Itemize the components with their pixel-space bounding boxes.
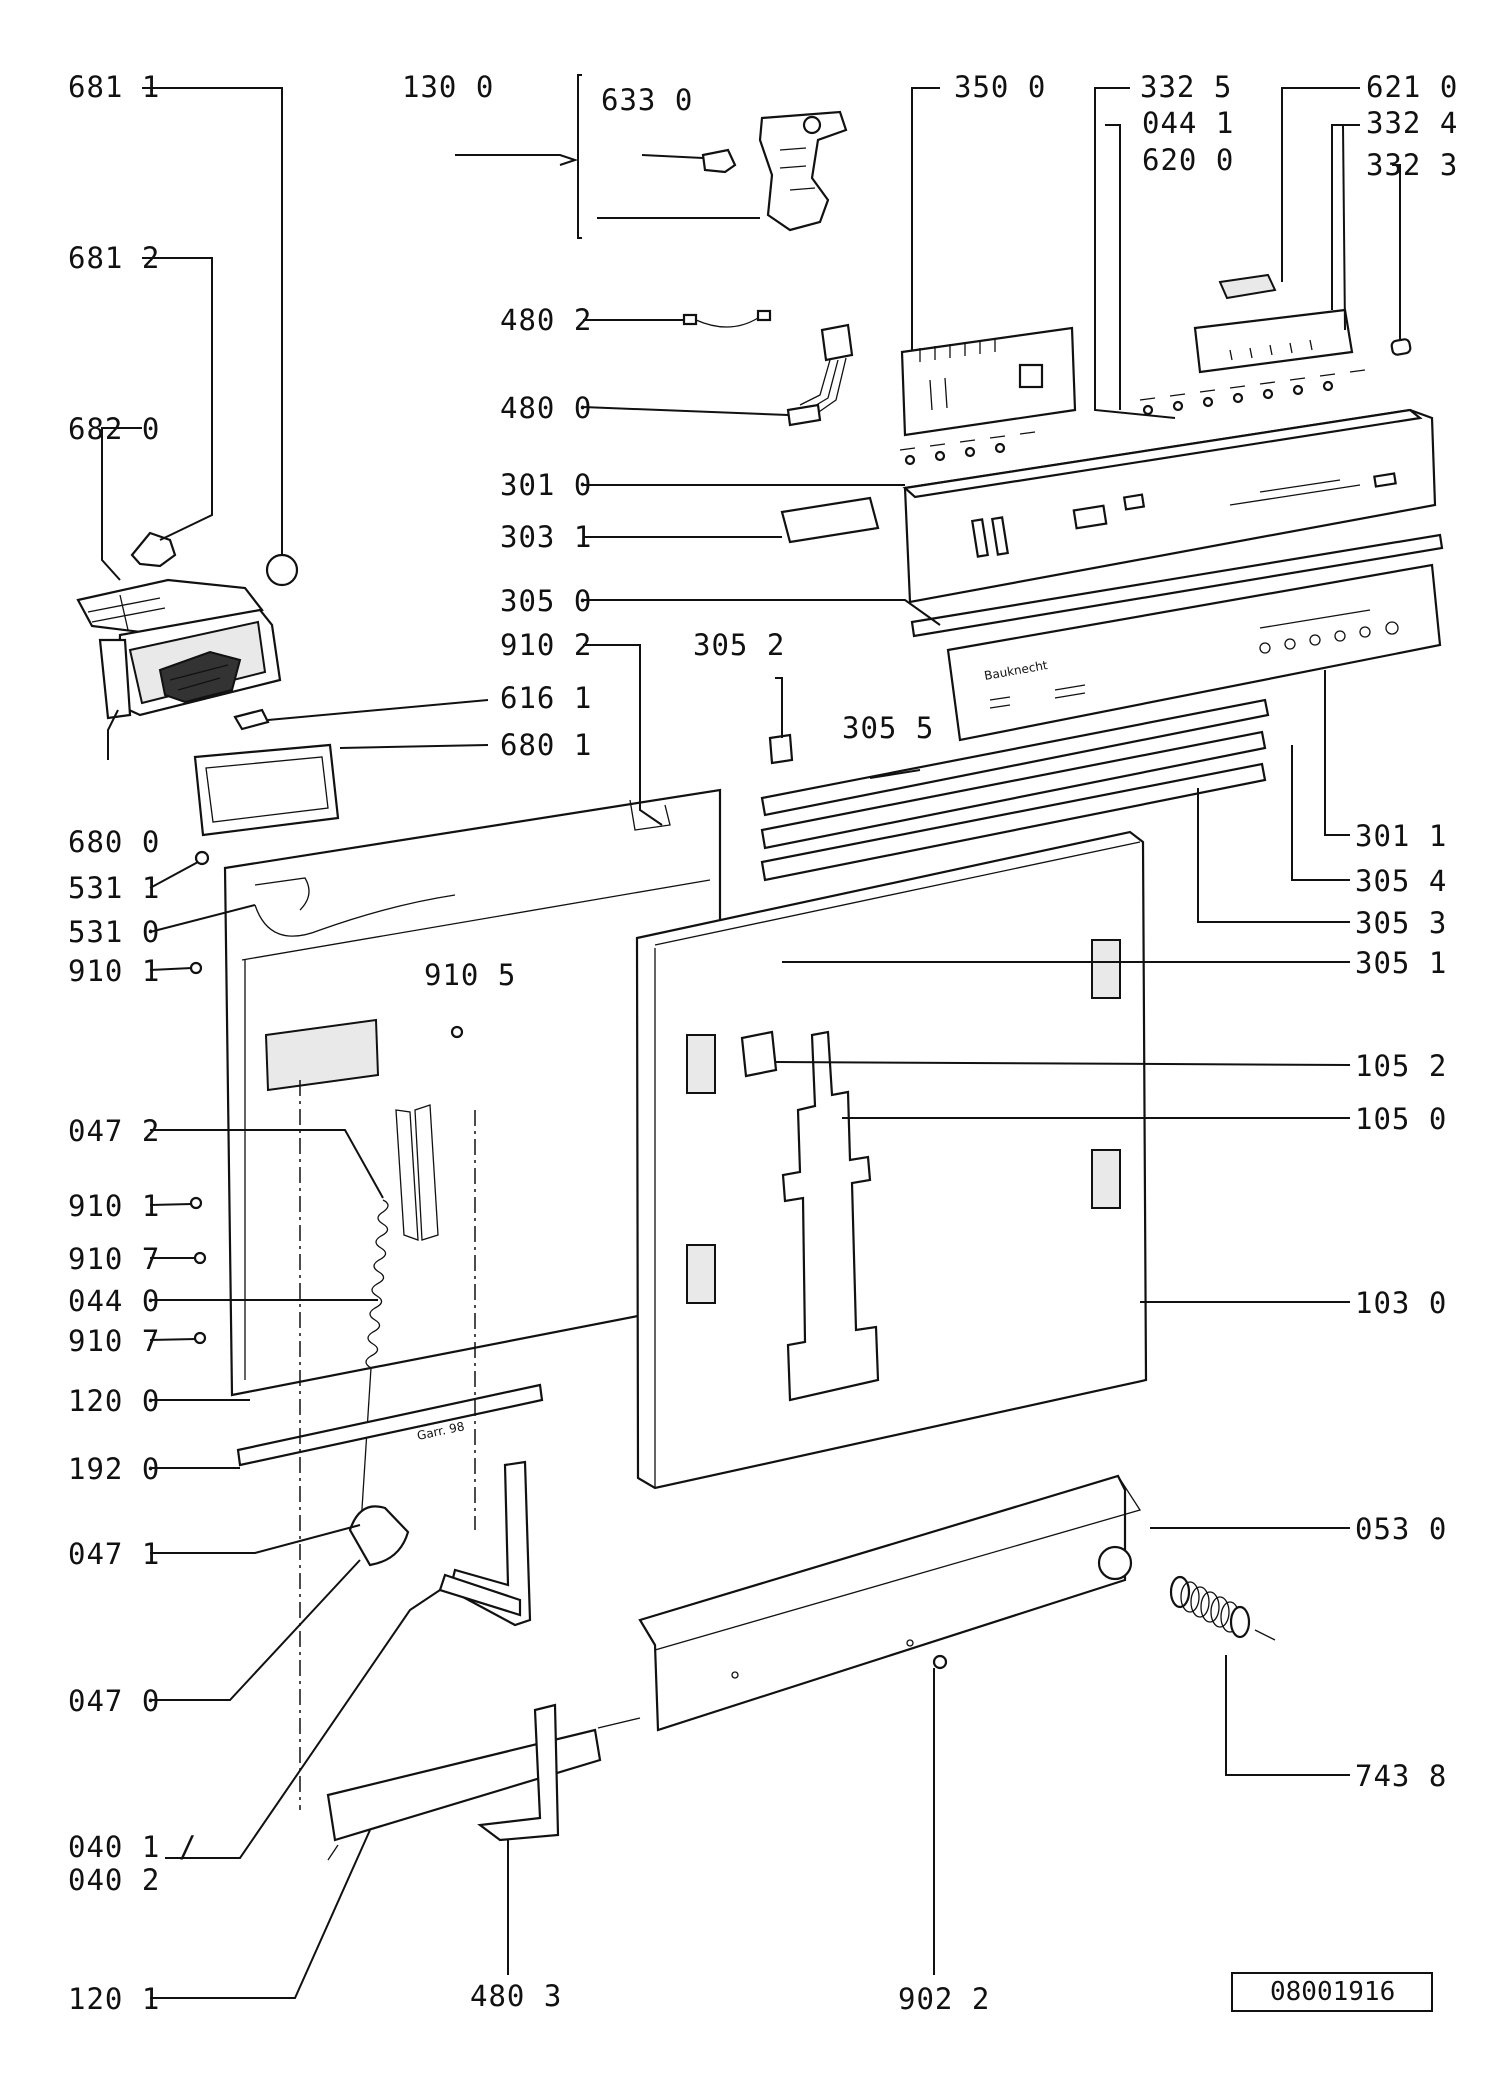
label-105-0: 105 0 bbox=[1355, 1102, 1447, 1136]
label-305-5: 305 5 bbox=[842, 711, 934, 745]
label-301-0: 301 0 bbox=[500, 468, 592, 502]
part-480-0-harness bbox=[786, 323, 854, 427]
part-040-1-bracket bbox=[438, 1573, 522, 1617]
label-120-0: 120 0 bbox=[68, 1384, 160, 1418]
part-680-1-gasket bbox=[193, 743, 340, 837]
label-120-1: 120 1 bbox=[68, 1982, 160, 2016]
label-047-2: 047 2 bbox=[68, 1114, 160, 1148]
label-480-0: 480 0 bbox=[500, 391, 592, 425]
label-681-1: 681 1 bbox=[68, 70, 160, 104]
label-480-2: 480 2 bbox=[500, 303, 592, 337]
part-305-5-rail bbox=[760, 698, 1270, 817]
part-910-1-screw-b bbox=[189, 1196, 203, 1210]
label-910-7-a: 910 7 bbox=[68, 1242, 160, 1276]
part-305-4-rail bbox=[760, 730, 1267, 850]
label-040-2: 040 2 bbox=[68, 1863, 160, 1897]
part-531-1-screw bbox=[194, 850, 210, 866]
part-047-0-hinge bbox=[348, 1505, 410, 1567]
label-103-0: 103 0 bbox=[1355, 1286, 1447, 1320]
part-621-0-module bbox=[1218, 273, 1277, 300]
part-305-3-rail bbox=[760, 762, 1267, 882]
label-480-3: 480 3 bbox=[470, 1979, 562, 2013]
reference-code: 08001916 bbox=[1270, 1977, 1395, 2007]
part-053-0-kick-plate bbox=[638, 1474, 1142, 1732]
label-305-1: 305 1 bbox=[1355, 946, 1447, 980]
label-047-1: 047 1 bbox=[68, 1537, 160, 1571]
part-303-1-button-block bbox=[780, 496, 880, 544]
part-910-1-screw-a bbox=[189, 961, 203, 975]
label-305-0: 305 0 bbox=[500, 584, 592, 618]
label-621-0: 621 0 bbox=[1366, 70, 1458, 104]
label-680-0: 680 0 bbox=[68, 825, 160, 859]
part-301-0-control-panel bbox=[902, 408, 1437, 604]
part-332-switch-row bbox=[899, 369, 1366, 466]
label-531-1: 531 1 bbox=[68, 871, 160, 905]
label-053-0: 053 0 bbox=[1355, 1512, 1447, 1546]
leader-lines bbox=[101, 74, 1401, 1999]
label-044-0: 044 0 bbox=[68, 1284, 160, 1318]
part-616-1-clip bbox=[233, 708, 270, 731]
part-531-0-wire bbox=[254, 894, 456, 937]
label-040-1: 040 1 / bbox=[68, 1830, 197, 1864]
label-350-0: 350 0 bbox=[954, 70, 1046, 104]
label-910-1-b: 910 1 bbox=[68, 1189, 160, 1223]
label-681-2: 681 2 bbox=[68, 241, 160, 275]
label-910-1-a: 910 1 bbox=[68, 954, 160, 988]
label-633-0: 633 0 bbox=[601, 83, 693, 117]
part-480-2-wire bbox=[682, 309, 772, 328]
label-910-2: 910 2 bbox=[500, 628, 592, 662]
part-743-8-spring bbox=[1169, 1575, 1276, 1641]
label-192-0: 192 0 bbox=[68, 1452, 160, 1486]
part-305-2-post bbox=[768, 733, 794, 765]
part-105-0-bracket bbox=[781, 1030, 880, 1402]
label-305-4: 305 4 bbox=[1355, 864, 1447, 898]
label-047-0: 047 0 bbox=[68, 1684, 160, 1718]
label-305-2: 305 2 bbox=[693, 628, 785, 662]
label-303-1: 303 1 bbox=[500, 520, 592, 554]
label-332-4: 332 4 bbox=[1366, 106, 1458, 140]
part-332-3-cap bbox=[1390, 338, 1412, 356]
label-044-1: 044 1 bbox=[1142, 106, 1234, 140]
label-620-0: 620 0 bbox=[1142, 143, 1234, 177]
label-902-2: 902 2 bbox=[898, 1982, 990, 2016]
part-910-5-pin bbox=[450, 1025, 464, 1039]
label-130-0: 130 0 bbox=[402, 70, 494, 104]
part-910-7-screw-b bbox=[193, 1331, 207, 1345]
label-305-3: 305 3 bbox=[1355, 906, 1447, 940]
part-681-2-bracket bbox=[130, 531, 177, 568]
label-680-1: 680 1 bbox=[500, 728, 592, 762]
part-480-3-hook bbox=[477, 1703, 560, 1842]
label-910-7-b: 910 7 bbox=[68, 1324, 160, 1358]
part-680-0-detergent-dispenser bbox=[76, 578, 282, 720]
part-120-1-lower-plate bbox=[326, 1717, 641, 1861]
part-681-1-round-cap bbox=[265, 553, 299, 587]
part-130-0-valve-assembly bbox=[758, 110, 848, 232]
part-120-0-inner-door-panel bbox=[223, 788, 722, 1397]
label-301-1: 301 1 bbox=[1355, 819, 1447, 853]
label-743-8: 743 8 bbox=[1355, 1759, 1447, 1793]
label-105-2: 105 2 bbox=[1355, 1049, 1447, 1083]
part-633-0-small-valve bbox=[701, 148, 737, 174]
part-902-2-screw bbox=[932, 1654, 948, 1670]
label-910-5: 910 5 bbox=[424, 958, 516, 992]
label-682-0: 682 0 bbox=[68, 412, 160, 446]
part-192-0-strip: Garr. 98 bbox=[236, 1383, 544, 1467]
label-616-1: 616 1 bbox=[500, 681, 592, 715]
label-531-0: 531 0 bbox=[68, 915, 160, 949]
part-105-2-latch bbox=[740, 1030, 778, 1078]
part-620-0-electronic-board bbox=[1193, 308, 1354, 374]
part-103-0-outer-door bbox=[635, 830, 1148, 1490]
part-910-7-screw-a bbox=[193, 1251, 207, 1265]
label-332-5: 332 5 bbox=[1140, 70, 1232, 104]
part-350-0-control-module bbox=[900, 326, 1077, 437]
part-305-0-trim-strip bbox=[910, 533, 1444, 638]
reference-code-box bbox=[1231, 1972, 1433, 2012]
part-301-1-facia: Bauknecht bbox=[946, 563, 1442, 742]
label-332-3: 332 3 bbox=[1366, 148, 1458, 182]
